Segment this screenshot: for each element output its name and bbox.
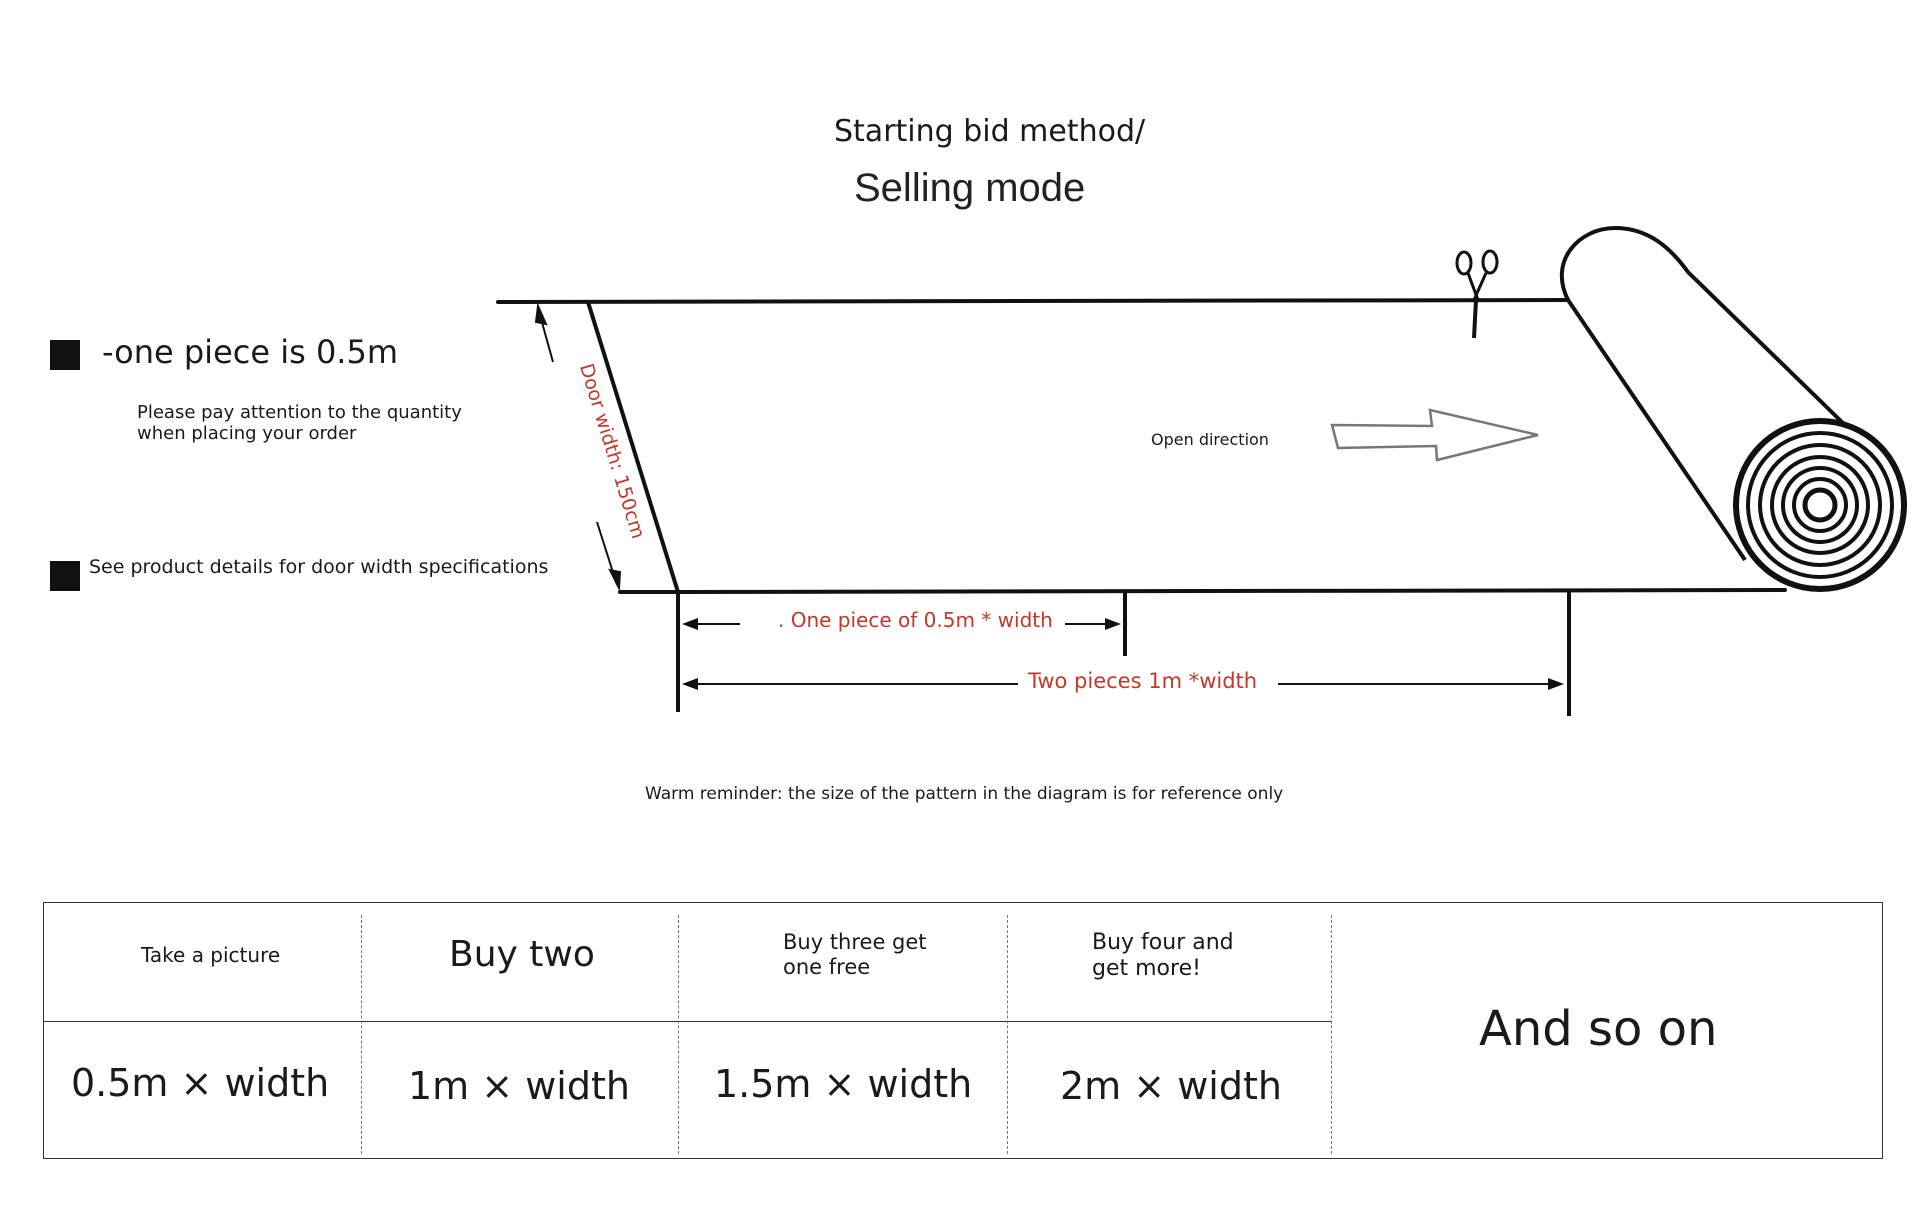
selling-mode-title: Selling mode [854, 166, 1086, 210]
length-dimensions [676, 592, 1571, 716]
column-divider [1007, 915, 1008, 1154]
bid-method-title: Starting bid method/ [834, 114, 1146, 149]
door-width-spec-note: See product details for door width speci… [89, 556, 549, 578]
roll-end [1733, 418, 1907, 592]
column-divider [361, 915, 362, 1154]
roll-cylinder [1559, 225, 1847, 562]
table-header-cell: Take a picture [141, 943, 281, 967]
door-width-dimension [534, 302, 622, 592]
arrow-right-icon [1330, 408, 1539, 462]
table-size-cell: 0.5m × width [71, 1061, 330, 1105]
bullet-square-icon [50, 561, 80, 591]
half-piece-dimension-label: . One piece of 0.5m * width [778, 608, 1053, 632]
two-pieces-dimension-label: Two pieces 1m *width [1028, 669, 1258, 693]
pricing-table: Take a picture Buy two Buy three get one… [43, 902, 1883, 1159]
table-size-cell: 1m × width [408, 1064, 630, 1108]
column-divider [678, 915, 679, 1154]
quantity-attention-note: Please pay attention to the quantity whe… [137, 402, 462, 444]
and-so-on-cell: And so on [1479, 1001, 1718, 1057]
warm-reminder-note: Warm reminder: the size of the pattern i… [645, 784, 1284, 804]
piece-length-label: -one piece is 0.5m [102, 333, 398, 371]
column-divider [1331, 915, 1332, 1154]
table-header-cell: Buy four and get more! [1092, 930, 1234, 982]
sheet-outline [496, 298, 1787, 594]
table-header-cell: Buy three get one free [783, 930, 927, 980]
table-row-divider [44, 1021, 1332, 1022]
table-size-cell: 1.5m × width [714, 1062, 973, 1106]
scissors-icon [1455, 249, 1499, 339]
table-header-cell: Buy two [449, 934, 595, 975]
table-size-cell: 2m × width [1060, 1064, 1282, 1108]
bullet-square-icon [50, 340, 80, 370]
open-direction-label: Open direction [1151, 430, 1269, 449]
